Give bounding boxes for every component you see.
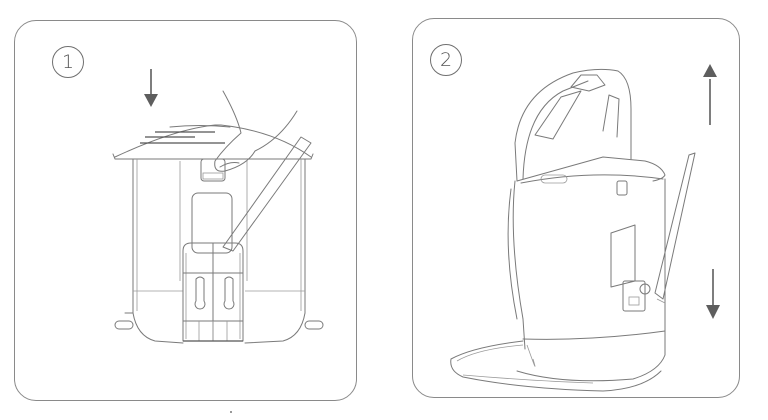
step-2-illustration <box>450 64 720 392</box>
arrow-up-icon <box>703 64 717 125</box>
step-2-panel: 2 <box>412 18 740 398</box>
step-1-illustration <box>112 69 324 344</box>
arrow-down-icon <box>144 69 158 107</box>
step-number-badge: 1 <box>52 46 84 78</box>
step-number-badge: 2 <box>430 44 462 76</box>
step-1-panel: 1 <box>14 20 357 401</box>
arrow-down-icon <box>706 269 720 319</box>
stray-mark <box>230 411 232 413</box>
